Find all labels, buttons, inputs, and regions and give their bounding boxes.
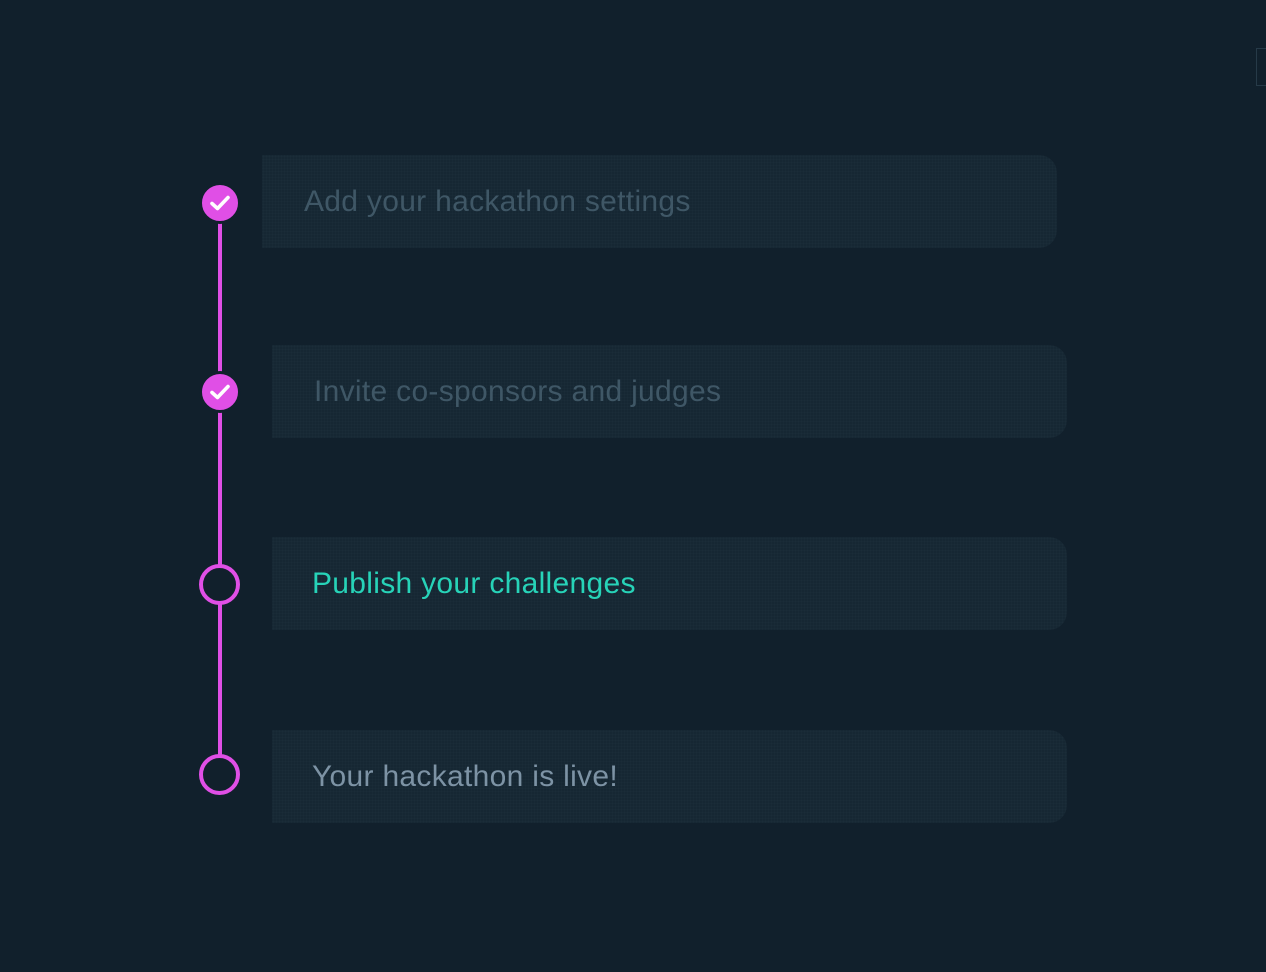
- step-card-settings[interactable]: Add your hackathon settings: [262, 155, 1057, 248]
- step-card-invite[interactable]: Invite co-sponsors and judges: [272, 345, 1067, 438]
- edge-tab: [1256, 48, 1266, 86]
- timeline-connector: [218, 203, 222, 775]
- step-card-live[interactable]: Your hackathon is live!: [272, 730, 1067, 823]
- step-label: Publish your challenges: [312, 566, 636, 600]
- step-3-circle-outline-icon: [199, 564, 240, 605]
- step-label: Add your hackathon settings: [304, 184, 691, 218]
- step-card-publish[interactable]: Publish your challenges: [272, 537, 1067, 630]
- step-label: Invite co-sponsors and judges: [314, 374, 722, 408]
- check-icon: [210, 195, 230, 211]
- step-4-circle-outline-icon: [199, 754, 240, 795]
- step-label: Your hackathon is live!: [312, 759, 618, 793]
- step-1-check-icon: [199, 182, 241, 224]
- check-icon: [210, 384, 230, 400]
- step-2-check-icon: [199, 371, 241, 413]
